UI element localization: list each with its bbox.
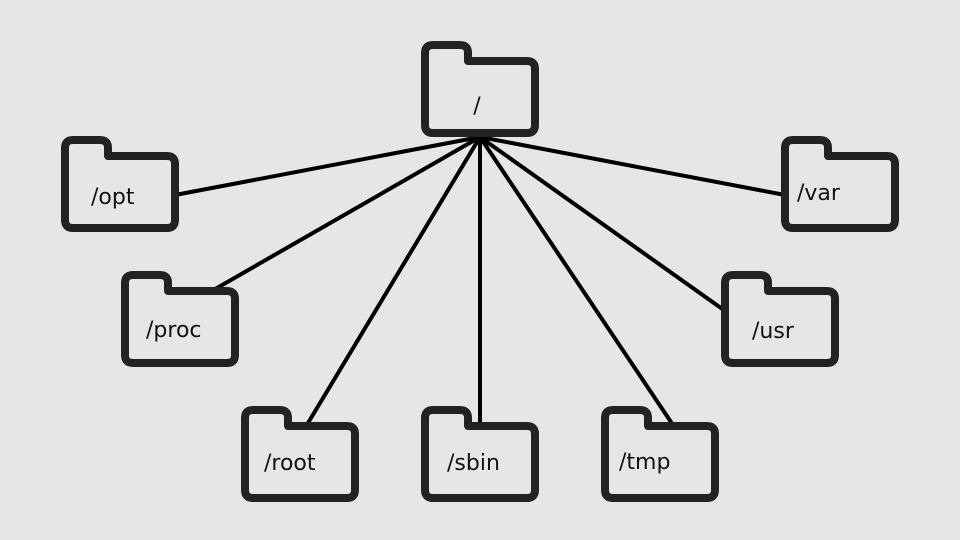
folder-label: /var — [797, 181, 841, 206]
edges — [173, 135, 787, 430]
folder-icon — [601, 406, 719, 502]
edge-root-to-tmp — [478, 135, 677, 430]
folder-icon — [781, 136, 899, 232]
folder-node-proc[interactable]: /proc — [121, 271, 239, 367]
folder-node-var[interactable]: /var — [781, 136, 899, 232]
folder-label: / — [473, 94, 481, 119]
folder-node-sbin[interactable]: /sbin — [421, 406, 539, 502]
edge-root-to-root — [303, 135, 482, 430]
folder-label: /proc — [146, 318, 202, 343]
edge-root-to-opt — [173, 135, 482, 197]
folder-node-usr[interactable]: /usr — [721, 271, 839, 367]
edge-root-to-proc — [208, 135, 482, 294]
edge-root-to-usr — [478, 135, 730, 315]
folder-label: /root — [264, 451, 316, 476]
edge-root-to-var — [478, 135, 787, 197]
folder-icon — [421, 41, 539, 137]
folder-label: /sbin — [447, 451, 500, 476]
folder-node-root[interactable]: /root — [241, 406, 359, 502]
folder-node-tmp[interactable]: /tmp — [601, 406, 719, 502]
folder-label: /opt — [91, 185, 135, 210]
folder-label: /usr — [752, 319, 795, 344]
folder-icon — [421, 406, 539, 502]
folder-label: /tmp — [619, 450, 670, 475]
folder-icon — [121, 271, 239, 367]
folder-icon — [241, 406, 359, 502]
folder-icon — [721, 271, 839, 367]
folder-node-root-dir[interactable]: / — [421, 41, 539, 137]
nodes: /opt/proc/root/sbin/tmp/usr/var / — [61, 41, 899, 502]
folder-node-opt[interactable]: /opt — [61, 136, 179, 232]
folder-icon — [61, 136, 179, 232]
